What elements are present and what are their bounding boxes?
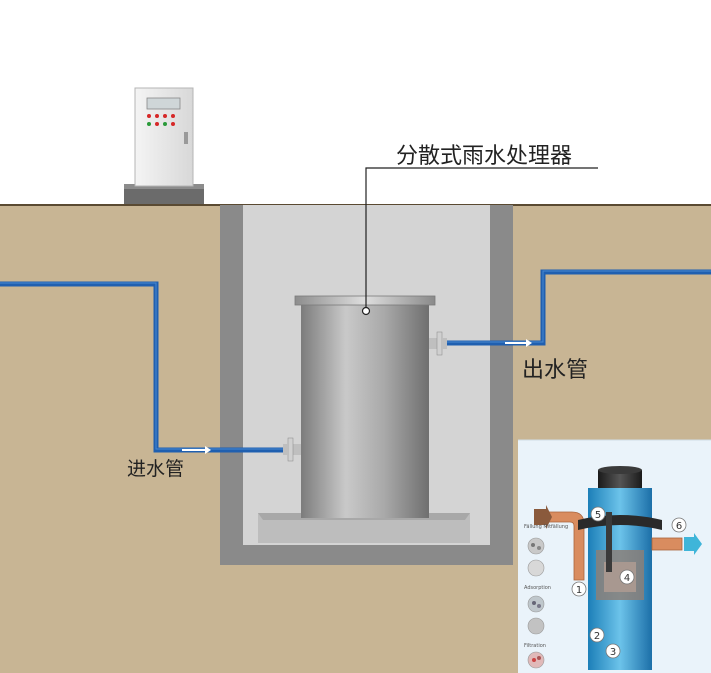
marker-4: 4 xyxy=(624,573,630,584)
inset-label-precipitation: Fällung Mitfällung xyxy=(524,524,569,530)
inset-markers: 1 2 3 4 5 6 xyxy=(571,506,687,659)
outlet-flange xyxy=(429,338,437,349)
rainwater-tank xyxy=(283,295,447,518)
inset-media-icons xyxy=(527,537,545,669)
title-leader xyxy=(361,167,598,316)
inset-label-adsorption: Adsorption xyxy=(524,585,551,591)
inset-illustration: 1 2 3 4 5 6 xyxy=(518,439,711,673)
outlet-flow-arrow xyxy=(505,339,532,347)
inset-label-filtration: Filtration xyxy=(524,643,546,649)
marker-1: 1 xyxy=(576,585,582,596)
tank-body xyxy=(301,302,429,518)
inlet-pipe-label: 进水管 xyxy=(127,458,185,480)
outlet-pipe-label: 出水管 xyxy=(522,358,589,383)
cabinet-indicator-lights xyxy=(147,114,175,126)
tank-title-label: 分散式雨水处理器 xyxy=(396,144,573,169)
control-cabinet xyxy=(124,87,204,204)
cabinet-display xyxy=(146,97,181,110)
inlet-flange xyxy=(293,444,301,455)
marker-6: 6 xyxy=(676,521,682,532)
marker-2: 2 xyxy=(594,631,600,642)
tank-rim xyxy=(294,295,436,306)
inlet-flow-arrow xyxy=(182,446,211,454)
marker-5: 5 xyxy=(595,510,601,521)
marker-3: 3 xyxy=(610,647,616,658)
